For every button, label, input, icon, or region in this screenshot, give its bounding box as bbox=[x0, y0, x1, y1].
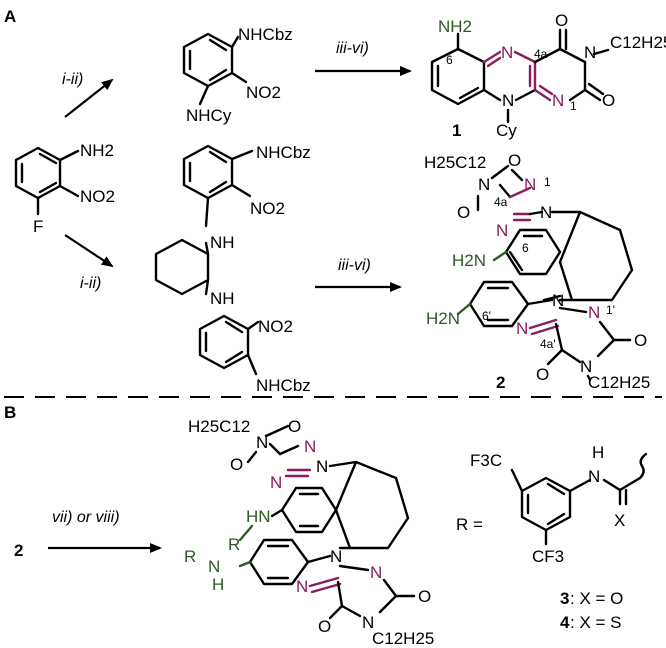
locant-4a: 4a bbox=[534, 47, 548, 61]
locant-6-c2: 6 bbox=[522, 241, 529, 255]
cf3-label: CF3 bbox=[532, 547, 564, 566]
hn-label-lower: N bbox=[208, 557, 220, 576]
no2-label: NO2 bbox=[80, 187, 115, 206]
n3-label-b: N bbox=[256, 433, 268, 452]
compound-1-structure: NH2 6 N 4a O N C12H25 O N 1 N Cy 1 bbox=[430, 11, 666, 140]
n3p-label-b: N bbox=[362, 613, 374, 632]
compound-2-structure: H25C12 O N 1 N 4a O N N 6 H2N N bbox=[424, 151, 650, 392]
no2-label-int1: NO2 bbox=[246, 83, 281, 102]
h25c12-label-b: H25C12 bbox=[188, 417, 250, 436]
n10p-label-b: N bbox=[330, 547, 342, 566]
n10-label-b: N bbox=[316, 457, 328, 476]
condition-a4: iii-vi) bbox=[338, 257, 371, 274]
locant-1: 1 bbox=[570, 99, 577, 113]
arrow-step-a3 bbox=[64, 234, 114, 268]
n1-label: N bbox=[552, 91, 564, 110]
c12h25-label-c2: C12H25 bbox=[588, 373, 650, 392]
o-label-c2-right: O bbox=[634, 331, 647, 350]
n5-label: N bbox=[501, 43, 513, 62]
o-label-c2-bottom: O bbox=[536, 365, 549, 384]
n3p-label-c2: N bbox=[580, 357, 592, 376]
cy-label: Cy bbox=[496, 121, 517, 140]
compound-2-label: 2 bbox=[496, 373, 505, 392]
o-label-b-right: O bbox=[418, 587, 431, 606]
nh2-label-c1: NH2 bbox=[438, 17, 472, 36]
c12h25-label-b: C12H25 bbox=[372, 629, 434, 648]
h-label-lower: H bbox=[212, 575, 224, 594]
n3-label: N bbox=[584, 43, 596, 62]
h2n-label-top: H2N bbox=[452, 251, 486, 270]
condition-a1: i-ii) bbox=[62, 71, 83, 88]
n10-label-c2: N bbox=[540, 203, 552, 222]
r-label-upper: R bbox=[228, 535, 240, 554]
f3c-label: F3C bbox=[470, 451, 502, 470]
nh-label-bottom: NH bbox=[210, 289, 235, 308]
n1-label-b: N bbox=[304, 437, 316, 456]
compound-2-start-label: 2 bbox=[14, 541, 23, 560]
n1p-label-b: N bbox=[370, 563, 382, 582]
arrow-step-a1 bbox=[64, 78, 114, 118]
x-label-r: X bbox=[614, 511, 625, 530]
r-group-definition: R = F3C CF3 N H X bbox=[456, 443, 648, 566]
o2-label: O bbox=[602, 91, 615, 110]
n1p-label-c2: N bbox=[588, 303, 600, 322]
starting-material-fluoronitroaniline: NH2 NO2 F bbox=[14, 141, 115, 236]
n10p-label-c2: N bbox=[552, 291, 564, 310]
nhcbz-label: NHCbz bbox=[238, 25, 293, 44]
no2-label-top: NO2 bbox=[250, 199, 285, 218]
n5p-label-c2: N bbox=[516, 319, 528, 338]
o-label-b-bottom: O bbox=[318, 617, 331, 636]
no2-label-bottom: NO2 bbox=[258, 317, 293, 336]
hn-label-upper: HN bbox=[246, 507, 271, 526]
r-equals-label: R = bbox=[456, 515, 483, 534]
bis-urea-product-structure: H25C12 O N N O N N HN R N N H R N bbox=[184, 417, 434, 648]
compound-3-label: 3 bbox=[560, 589, 569, 608]
locant-4a-c2: 4a bbox=[494, 195, 508, 209]
condition-a2: iii-vi) bbox=[336, 40, 369, 57]
nh-label-top: NH bbox=[210, 233, 235, 252]
nh-n-label-r: N bbox=[588, 467, 600, 486]
condition-a3: i-ii) bbox=[80, 275, 101, 292]
nh2-label: NH2 bbox=[80, 141, 114, 160]
o-label-c2-top: O bbox=[508, 151, 521, 170]
locant-1p: 1' bbox=[606, 303, 615, 317]
panel-label-b: B bbox=[4, 403, 16, 422]
intermediate-bis-amine: NHCbz NO2 NH NH NO2 NHCbz bbox=[154, 143, 311, 395]
panel-label-a: A bbox=[4, 7, 16, 26]
compound-4-definition: : X = S bbox=[570, 613, 622, 632]
n5p-label-b: N bbox=[296, 577, 308, 596]
locant-1-c2: 1 bbox=[544, 175, 551, 189]
locant-6: 6 bbox=[446, 53, 453, 67]
n5-label-c2: N bbox=[496, 221, 508, 240]
h25c12-label-c2: H25C12 bbox=[424, 153, 486, 172]
n5-label-b: N bbox=[270, 473, 282, 492]
o4-label-c2: O bbox=[457, 203, 470, 222]
h2n-label-bottom: H2N bbox=[426, 309, 460, 328]
c12h25-label-c1: C12H25 bbox=[610, 33, 666, 52]
intermediate-monocyclohexyl: NHCbz NO2 NHCy bbox=[182, 25, 293, 125]
nh-h-label-r: H bbox=[592, 443, 604, 462]
n3-label-c2: N bbox=[478, 175, 490, 194]
o-label-b-top: O bbox=[288, 417, 301, 436]
nhcbz-label-top: NHCbz bbox=[256, 143, 311, 162]
r-label-lower: R bbox=[184, 547, 196, 566]
o4-label: O bbox=[555, 11, 568, 30]
compound-4-label: 4 bbox=[560, 613, 570, 632]
o4-label-b: O bbox=[230, 455, 243, 474]
n10-label: N bbox=[502, 91, 514, 110]
fluorine-label: F bbox=[33, 217, 43, 236]
locant-4ap: 4a' bbox=[540, 337, 556, 351]
nhcbz-label-bottom: NHCbz bbox=[256, 376, 311, 395]
locant-6p: 6' bbox=[482, 309, 491, 323]
condition-b: vii) or viii) bbox=[52, 509, 120, 526]
compound-3-definition: : X = O bbox=[570, 589, 623, 608]
nhcy-label: NHCy bbox=[186, 106, 232, 125]
compound-1-label: 1 bbox=[452, 121, 461, 140]
